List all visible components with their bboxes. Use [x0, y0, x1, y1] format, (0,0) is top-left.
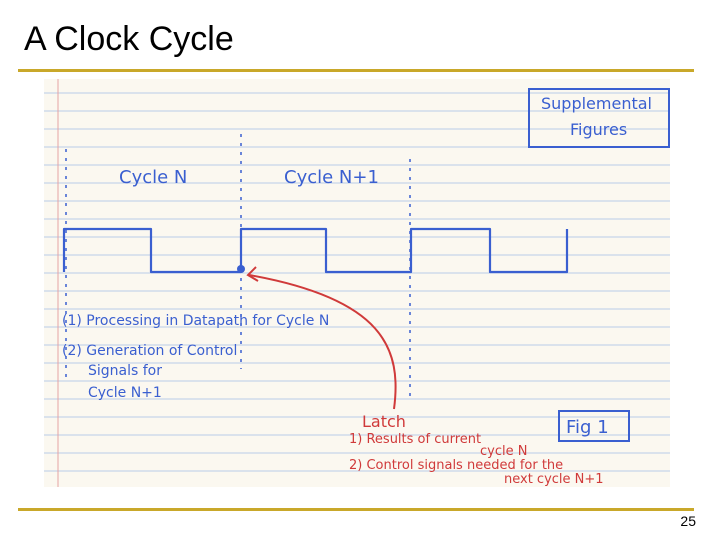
note-signals-for: Signals for — [88, 363, 162, 379]
note-cycle-n1: Cycle N+1 — [88, 385, 162, 401]
notebook-paper-figure: Supplemental Figures Cycle N Cycle N+1 (… — [44, 79, 670, 487]
clock-cycle-sketch: Supplemental Figures Cycle N Cycle N+1 (… — [44, 79, 670, 487]
latch-item-1: 1) Results of current — [349, 432, 481, 447]
slide-title: A Clock Cycle — [24, 20, 234, 59]
latch-item-2: 2) Control signals needed for the — [349, 458, 563, 473]
latch-item-1-cont: cycle N — [480, 444, 527, 459]
latch-arrowhead — [248, 267, 258, 281]
supplemental-label-2: Figures — [570, 120, 627, 139]
fig-label: Fig 1 — [566, 417, 609, 438]
clock-waveform — [64, 229, 567, 272]
title-divider — [18, 69, 694, 72]
supplemental-label-1: Supplemental — [541, 94, 652, 113]
ruled-lines — [44, 93, 670, 471]
latch-item-2-cont: next cycle N+1 — [504, 472, 604, 487]
latch-arrow — [249, 275, 396, 409]
cycle-n1-label: Cycle N+1 — [284, 167, 379, 188]
note-control-generation: (2) Generation of Control — [62, 343, 237, 359]
latch-point — [237, 265, 245, 273]
cycle-n-label: Cycle N — [119, 167, 187, 188]
page-number: 25 — [680, 513, 696, 529]
latch-title: Latch — [362, 412, 406, 431]
note-processing: (1) Processing in Datapath for Cycle N — [62, 313, 329, 329]
footer-divider — [18, 508, 694, 511]
